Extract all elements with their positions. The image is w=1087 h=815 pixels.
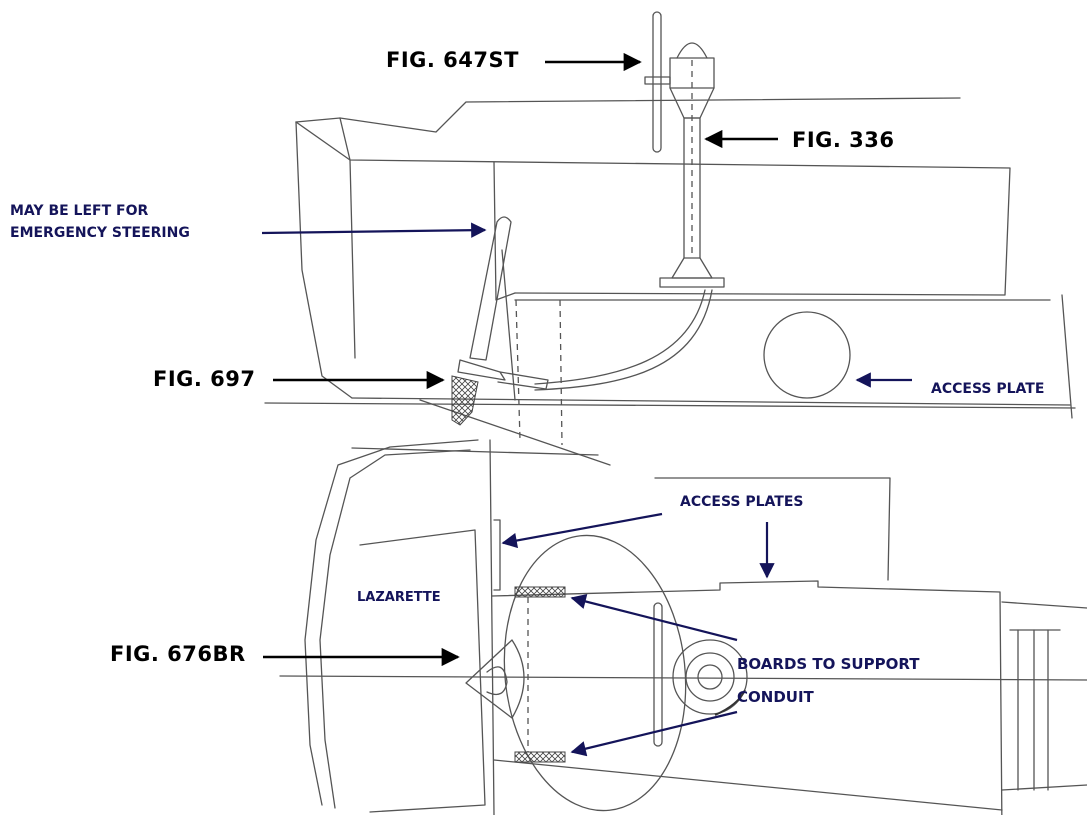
arrow-boards-bottom (570, 710, 738, 757)
arrow-boards-top (570, 593, 738, 642)
label-fig-647st: FIG. 647ST (386, 48, 519, 72)
label-conduit: CONDUIT (737, 688, 814, 706)
side-elevation-hull (264, 97, 1076, 466)
label-access-plates: ACCESS PLATES (680, 494, 804, 510)
steering-wheel (644, 11, 671, 153)
label-boards-to-support: BOARDS TO SUPPORT (737, 655, 920, 673)
label-fig-676br: FIG. 676BR (110, 642, 246, 666)
label-lazarette: LAZARETTE (357, 590, 441, 605)
arrow-access-plates-left (501, 512, 663, 549)
label-emergency-line1: MAY BE LEFT FOR (10, 203, 149, 219)
label-fig-697: FIG. 697 (153, 367, 256, 391)
emergency-tiller (451, 216, 549, 426)
plan-view-access-plates (493, 519, 501, 591)
steering-pedestal (659, 42, 725, 288)
label-access-plate: ACCESS PLATE (931, 381, 1045, 397)
steering-quadrant-plan (465, 639, 525, 719)
pedestal-plan (653, 602, 748, 747)
label-emergency-line2: EMERGENCY STEERING (10, 225, 190, 241)
steering-conduit-side (534, 289, 713, 391)
label-fig-336: FIG. 336 (792, 128, 895, 152)
conduit-loop-plan (503, 534, 687, 812)
support-boards (514, 586, 566, 763)
plan-view-hull (279, 439, 1087, 815)
access-plate-circle (763, 311, 851, 399)
arrow-emergency-steering (261, 222, 487, 238)
